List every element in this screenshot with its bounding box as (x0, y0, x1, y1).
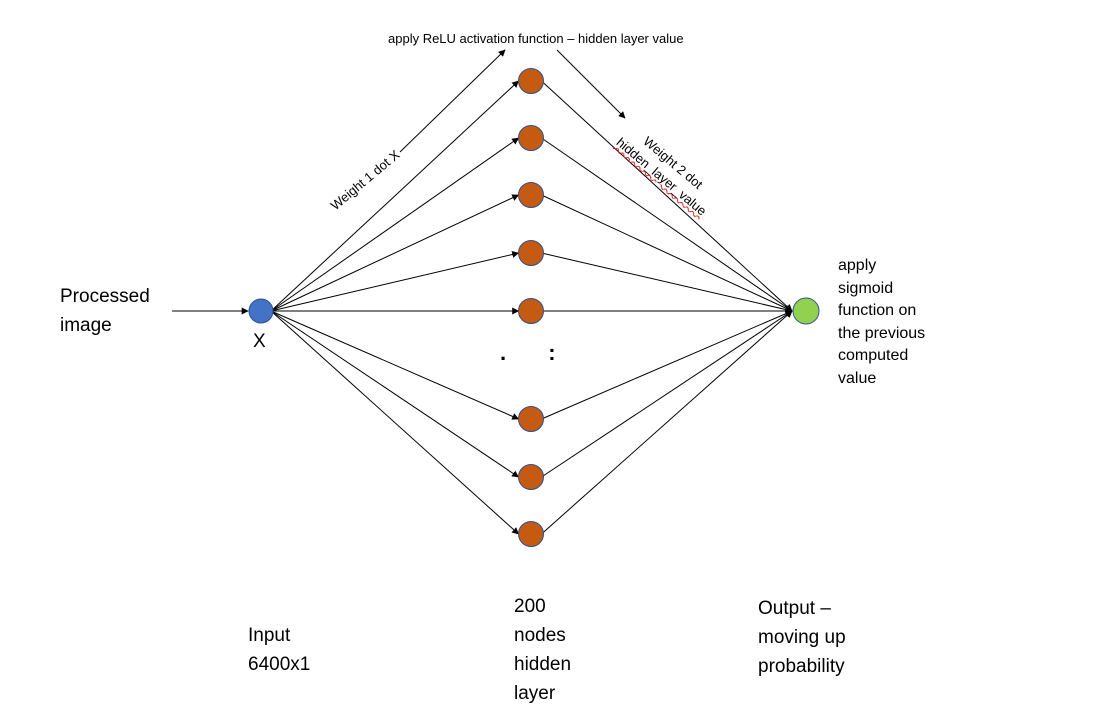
caption-line: layer (514, 683, 556, 704)
edge-input-hidden (270, 80, 520, 312)
edge-input-hidden (270, 310, 520, 535)
sigmoid-line: apply (838, 257, 877, 274)
sigmoid-line: function on (838, 302, 917, 319)
caption-line: moving up (758, 627, 846, 648)
edge-input-hidden (270, 194, 520, 312)
caption-line: 6400x1 (248, 654, 311, 675)
hidden-node (518, 182, 544, 208)
hidden-node (518, 125, 544, 151)
sigmoid-line: sigmoid (838, 279, 894, 297)
output-node (792, 297, 820, 325)
hidden-node (518, 240, 544, 266)
input-node-label: X (253, 331, 266, 352)
caption-line: Input (248, 625, 291, 646)
hidden-node (518, 298, 544, 324)
caption-line: nodes (514, 625, 566, 646)
hidden-node (518, 521, 544, 547)
input-description-line: image (60, 315, 112, 336)
hidden-node (518, 406, 544, 432)
edge-hidden-output (541, 310, 793, 478)
edge-hidden-output (541, 310, 793, 420)
edge-hidden-output (541, 310, 793, 535)
caption-line: 200 (514, 596, 546, 617)
input-description: Processed image (60, 282, 150, 340)
caption-line: probability (758, 656, 845, 677)
hidden-node (518, 68, 544, 94)
relu-annotation: apply ReLU activation function – hidden … (388, 31, 684, 46)
edge-input-hidden (270, 310, 520, 478)
edge-hidden-output (541, 194, 793, 312)
relu-pointer-arrow (399, 49, 506, 153)
output-layer-caption: Output – moving up probability (758, 594, 846, 681)
edge-input-hidden (270, 310, 520, 420)
hidden-layer-caption: 200 nodes hidden layer (514, 592, 571, 708)
hidden-node (518, 464, 544, 490)
edge-hidden-output (541, 252, 793, 313)
input-layer-caption: Input 6400x1 (248, 621, 310, 679)
input-node (248, 298, 274, 324)
input-description-line: Processed (60, 286, 150, 307)
sigmoid-line: computed (838, 347, 909, 364)
sigmoid-line: the previous (838, 324, 926, 342)
ellipsis: . : (500, 340, 574, 365)
sigmoid-annotation: apply sigmoid function on the previous c… (838, 255, 925, 390)
sigmoid-line: value (838, 369, 877, 387)
edge-input-hidden (270, 251, 520, 312)
weight2-pointer-arrow (556, 49, 626, 119)
caption-line: Output – (758, 598, 831, 619)
edge-hidden-output (541, 80, 793, 312)
edge-input-hidden (270, 137, 520, 312)
edge-hidden-output (541, 137, 793, 312)
caption-line: hidden (514, 654, 572, 675)
